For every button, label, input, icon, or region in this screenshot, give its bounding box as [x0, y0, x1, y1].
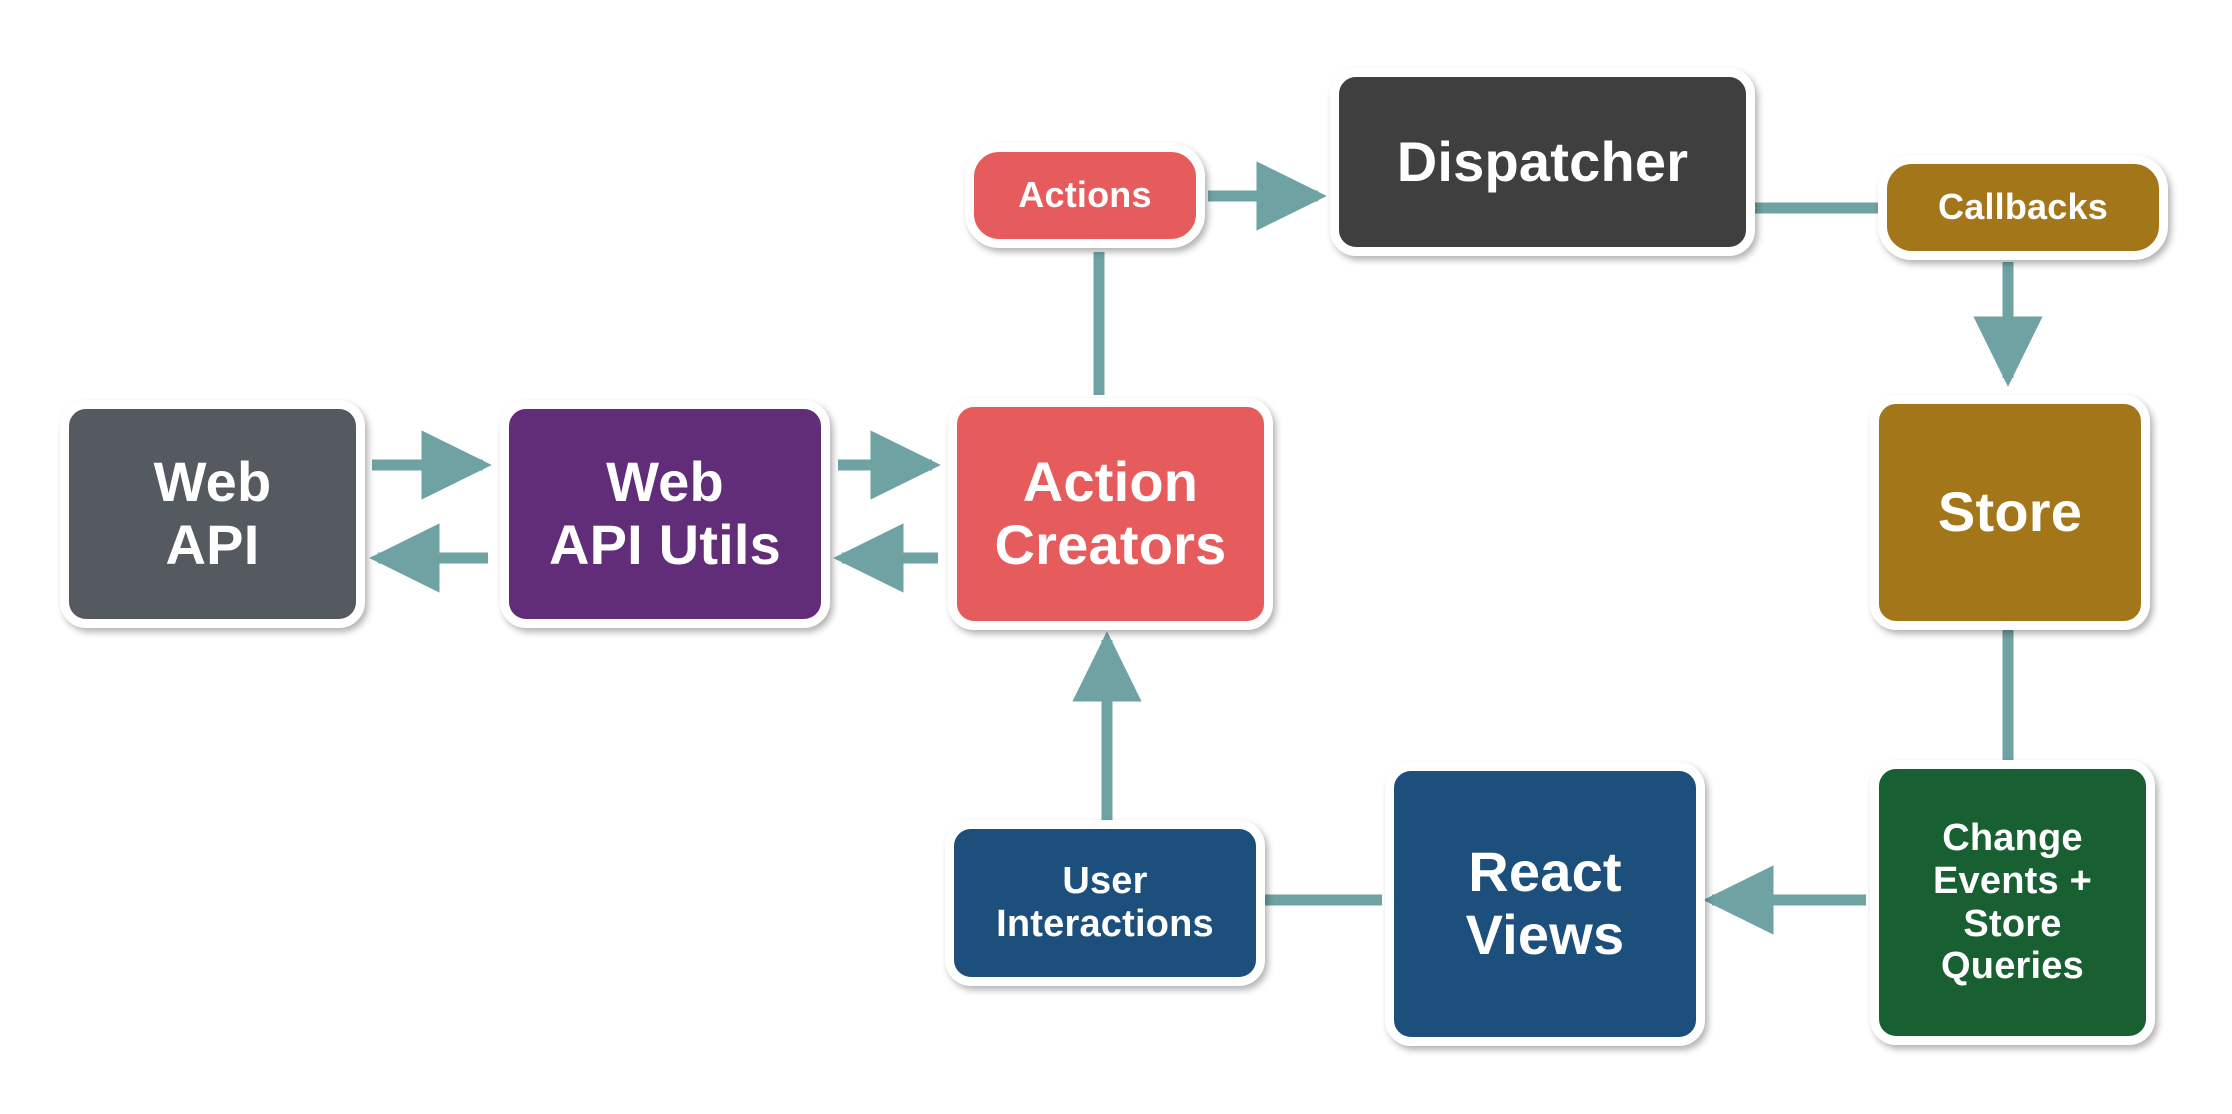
node-store-label: Store — [1937, 480, 2083, 544]
node-actions[interactable]: Actions — [965, 143, 1205, 248]
node-change-events-store-queries[interactable]: Change Events + Store Queries — [1870, 760, 2155, 1045]
node-web-api[interactable]: Web API — [60, 400, 365, 628]
node-user-interactions[interactable]: User Interactions — [945, 820, 1265, 986]
node-web-api-utils-label: Web API Utils — [548, 450, 782, 576]
node-web-api-label: Web API — [153, 450, 272, 576]
node-callbacks[interactable]: Callbacks — [1878, 155, 2168, 260]
node-callbacks-label: Callbacks — [1938, 186, 2108, 228]
node-react-views-label: React Views — [1465, 840, 1625, 966]
node-user-interactions-label: User Interactions — [996, 860, 1214, 945]
node-actions-label: Actions — [1018, 174, 1152, 216]
node-web-api-utils[interactable]: Web API Utils — [500, 400, 830, 628]
node-action-creators-label: Action Creators — [994, 450, 1227, 576]
node-react-views[interactable]: React Views — [1385, 762, 1705, 1046]
node-dispatcher-label: Dispatcher — [1396, 129, 1689, 193]
node-action-creators[interactable]: Action Creators — [948, 398, 1273, 630]
node-dispatcher[interactable]: Dispatcher — [1330, 68, 1755, 256]
node-change-events-store-queries-label: Change Events + Store Queries — [1933, 817, 2092, 988]
node-store[interactable]: Store — [1870, 395, 2150, 630]
